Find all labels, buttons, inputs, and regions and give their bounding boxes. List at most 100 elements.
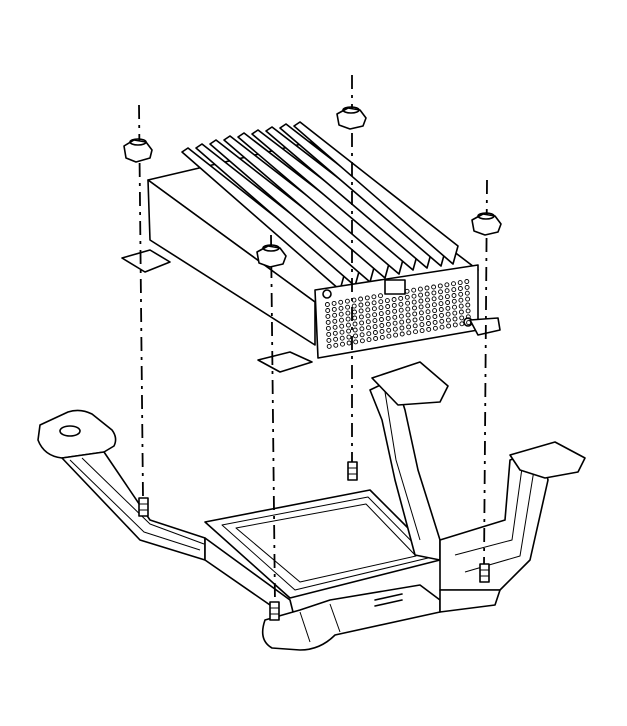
grille-hole [391,302,397,308]
grille-hole [333,336,339,342]
grille-hole [419,322,425,328]
grille-hole [464,279,470,284]
grille-hole [392,314,398,320]
grille-hole [465,296,471,302]
grille-hole [359,326,365,332]
nut-front-center [256,244,287,268]
grille-hole [378,293,383,299]
grille-hole [418,292,424,298]
nut-rear-center [336,106,367,130]
panel-screw [322,289,332,299]
stud-icon [479,563,490,583]
grille-hole [339,329,345,335]
grille-hole [378,305,384,311]
grille-hole [406,330,412,336]
grille-hole [446,323,452,329]
grille-hole [418,298,424,304]
stud-left [138,497,149,517]
grille-hole [346,328,352,334]
grille-hole [325,308,331,313]
grille-hole [378,299,384,305]
grille-hole [384,298,390,304]
grille-hole [331,306,337,312]
grille-hole [352,327,358,333]
grille-hole [419,328,425,334]
grille-hole [365,307,371,313]
grille-hole [365,313,371,319]
grille-hole [439,324,445,330]
stud-icon [138,497,149,517]
grille-hole [344,298,350,304]
hex-nut-icon [471,213,502,236]
grille-hole [439,312,444,318]
grille-hole [451,281,456,287]
stud-front [269,601,280,621]
grille-hole [464,284,470,290]
grille-hole [332,312,338,318]
nut-front-left [123,138,153,163]
grille-hole [399,325,405,331]
grille-hole [452,322,458,328]
grille-hole [372,312,378,318]
grille-hole [372,324,378,330]
grille-hole [393,332,399,338]
grille-hole [352,321,358,327]
grille-hole [451,287,457,293]
grille-hole [392,320,398,326]
grille-hole [324,302,330,307]
grille-hole [445,311,451,317]
grille-hole [425,309,431,315]
grille-hole [379,328,385,334]
grille-hole [445,317,451,323]
grille-hole [459,315,465,321]
grille-hole [385,315,391,321]
grille-hole [431,296,437,302]
grille-hole [411,287,417,293]
grille-hole [358,302,364,308]
mounting-bracket [37,361,586,651]
grille-hole [411,299,417,305]
hex-nut-icon [336,107,367,130]
grille-hole [417,286,423,292]
grille-hole [386,333,392,339]
grille-hole [412,305,417,311]
grille-hole [372,330,378,335]
grille-hole [424,285,430,291]
grille-hole [398,301,404,307]
bracket-left-arm [61,451,206,561]
grille-hole [366,331,372,337]
nut-rear-right [471,212,502,236]
alignment-lines [138,75,488,606]
grille-hole [359,338,365,344]
grille-hole [326,331,332,337]
grille-hole [338,299,344,305]
grille-hole [405,306,411,312]
grille-hole [353,333,358,339]
grille-hole [425,315,431,321]
grille-hole [325,313,331,319]
flange-front [257,351,313,373]
grille-hole [392,326,398,332]
grille-hole [405,312,411,318]
grille-hole [404,294,410,300]
grille-hole [445,305,451,311]
grille-hole [418,310,424,316]
grille-hole [438,307,444,312]
stud-icon [347,461,358,481]
bracket-slot [59,425,81,437]
bracket-right-ear [509,441,586,479]
grille-hole [378,311,384,317]
amplifier-connector [384,279,406,295]
grille-hole [452,304,457,310]
grille-hole [371,306,377,312]
grille-hole [351,303,357,309]
grille-hole [439,318,445,324]
grille-hole [339,323,345,329]
grille-hole [366,325,371,331]
amplifier [121,121,501,373]
grille-hole [391,297,397,302]
grille-hole [413,329,418,335]
heat-sink-fins [181,121,459,291]
grille-hole [445,300,451,305]
grille-hole [406,324,412,330]
